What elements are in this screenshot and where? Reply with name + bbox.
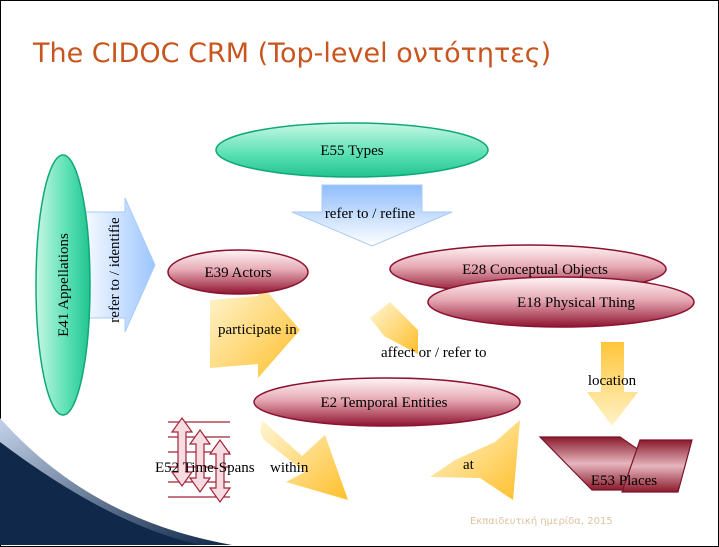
label-location: location xyxy=(588,373,637,389)
label-affect-refer: affect or / refer to xyxy=(381,345,487,361)
slide-footer: Εκπαιδευτική ημερίδα, 2015 xyxy=(470,516,613,527)
node-e39-actors: E39 Actors xyxy=(167,249,309,295)
label-refer-identifie: refer to / identifie xyxy=(107,217,123,323)
label-at: at xyxy=(463,457,475,473)
corner-decoration xyxy=(0,418,232,545)
label-refer-refine: refer to / refine xyxy=(325,206,416,222)
svg-text:E53 Places: E53 Places xyxy=(591,473,657,489)
node-e41-appellations: E41 Appellations xyxy=(35,154,91,416)
node-e18-physical-thing: E18 Physical Thing xyxy=(427,276,695,328)
time-spans-icon xyxy=(168,416,232,504)
node-e52-time-spans: E52 Time-Spans xyxy=(155,460,255,476)
svg-text:E28 Conceptual Objects: E28 Conceptual Objects xyxy=(462,262,608,278)
node-e53-places: E53 Places xyxy=(538,436,693,493)
affect-refer-arrow xyxy=(370,302,418,354)
participate-in-arrow xyxy=(210,281,300,378)
svg-text:E39 Actors: E39 Actors xyxy=(204,265,271,281)
at-arrow xyxy=(430,420,520,500)
location-arrow xyxy=(587,342,638,426)
within-arrow xyxy=(260,420,348,500)
svg-text:E2 Temporal Entities: E2 Temporal Entities xyxy=(321,395,448,411)
node-e55-types: E55 Types xyxy=(215,122,489,178)
svg-text:E41 Appellations: E41 Appellations xyxy=(56,233,72,337)
node-e2-temporal-entities: E2 Temporal Entities xyxy=(253,377,521,427)
svg-text:E55 Types: E55 Types xyxy=(320,143,383,159)
label-within: within xyxy=(270,460,309,476)
refer-refine-arrow xyxy=(291,184,453,247)
svg-text:E18 Physical Thing: E18 Physical Thing xyxy=(517,295,636,311)
label-participate-in: participate in xyxy=(218,322,297,338)
slide-title: The CIDOC CRM (Top-level οντότητες) xyxy=(33,38,552,69)
